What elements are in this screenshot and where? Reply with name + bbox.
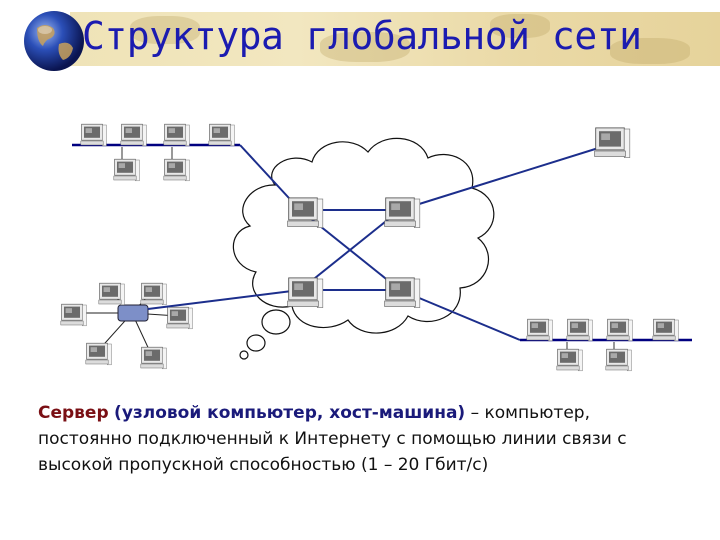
globe-icon (24, 11, 84, 71)
term-synonyms: (узловой компьютер, хост-машина) (114, 403, 466, 423)
hub-icon (117, 304, 149, 322)
computer-icon (526, 318, 553, 342)
term-server: Сервер (38, 403, 109, 423)
computer-icon (120, 123, 147, 147)
backbone-link (147, 289, 301, 310)
computer-icon (384, 197, 421, 228)
cloud-bubble (246, 334, 266, 352)
computer-icon (80, 123, 107, 147)
computer-icon (606, 318, 633, 342)
computer-icon (384, 277, 421, 308)
computer-icon (594, 127, 631, 158)
definition-text: – компьютер, постоянно подключенный к Ин… (38, 403, 627, 475)
computer-icon (556, 348, 583, 372)
computer-icon (140, 346, 167, 370)
computer-icon (652, 318, 679, 342)
page-title: Структура глобальной сети (82, 14, 642, 58)
computer-icon (60, 303, 87, 327)
computer-icon (287, 197, 324, 228)
cloud-bubble (239, 350, 249, 360)
computer-icon (163, 123, 190, 147)
computer-icon (166, 306, 193, 330)
computer-icon (605, 348, 632, 372)
title-banner (70, 12, 720, 66)
computer-icon (287, 277, 324, 308)
backbone-link (299, 209, 401, 291)
backbone-link (399, 144, 609, 211)
computer-icon (163, 158, 190, 182)
computer-icon (208, 123, 235, 147)
computer-icon (140, 282, 167, 306)
computer-icon (85, 342, 112, 366)
computer-icon (113, 158, 140, 182)
computer-icon (98, 282, 125, 306)
computer-icon (566, 318, 593, 342)
cloud-icon (232, 137, 495, 334)
server-definition: Сервер (узловой компьютер, хост-машина) … (38, 400, 688, 478)
cloud-bubble (261, 309, 291, 335)
